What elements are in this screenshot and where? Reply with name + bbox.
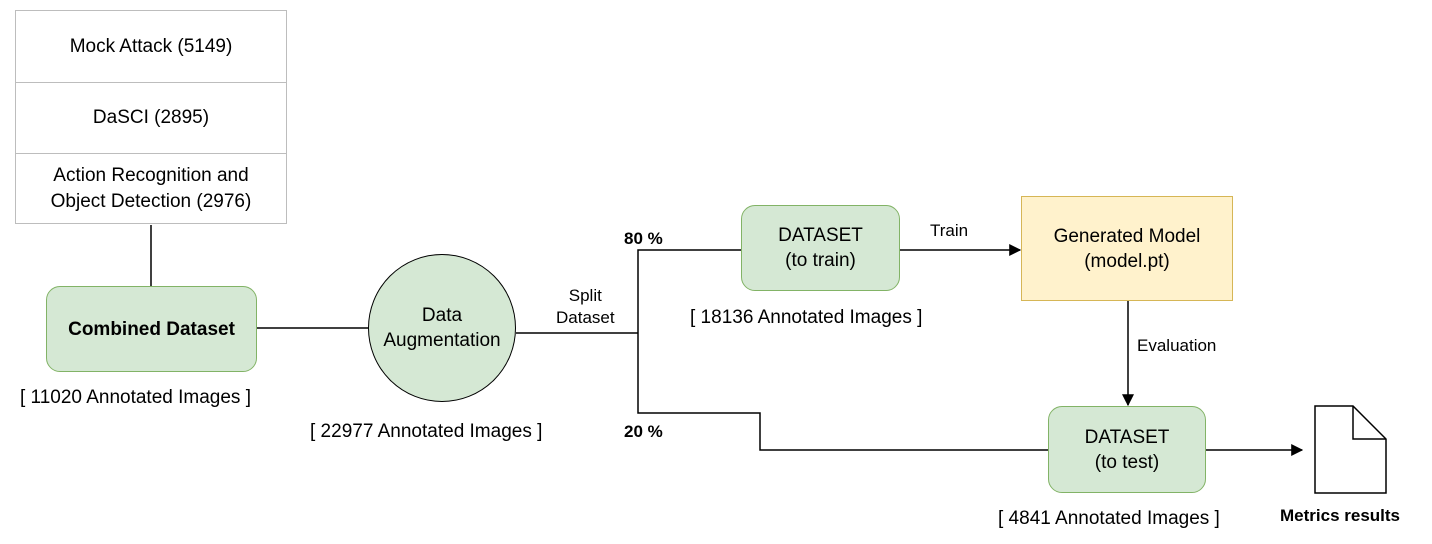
source-action-recognition: Action Recognition and Object Detection …: [50, 164, 252, 212]
source-datasets: Mock Attack (5149) DaSCI (2895) Action R…: [15, 10, 287, 224]
document-icon: [1314, 405, 1387, 494]
generated-model-node: Generated Model (model.pt): [1021, 196, 1233, 301]
train-percent-label: 80 %: [624, 229, 663, 248]
split-dataset-label: Split Dataset: [556, 286, 615, 327]
source-dasci: DaSCI (2895): [16, 82, 286, 154]
split-to-train-line: [637, 249, 741, 333]
test-percent-label: 20 %: [624, 422, 663, 441]
metrics-results-label: Metrics results: [1280, 506, 1400, 525]
train-count: [ 18136 Annotated Images ]: [690, 307, 923, 328]
test-count: [ 4841 Annotated Images ]: [998, 508, 1220, 529]
combined-count: [ 11020 Annotated Images ]: [20, 387, 251, 408]
data-augmentation-node: Data Augmentation: [368, 254, 516, 402]
evaluation-edge-label: Evaluation: [1137, 336, 1217, 355]
test-dataset-node: DATASET (to test): [1048, 406, 1206, 493]
augmentation-count: [ 22977 Annotated Images ]: [310, 421, 543, 442]
source-mock-attack: Mock Attack (5149): [16, 11, 286, 83]
train-edge-label: Train: [930, 221, 969, 240]
split-to-test-line: [637, 333, 1048, 451]
combined-dataset-node: Combined Dataset: [46, 286, 257, 372]
train-dataset-node: DATASET (to train): [741, 205, 900, 291]
